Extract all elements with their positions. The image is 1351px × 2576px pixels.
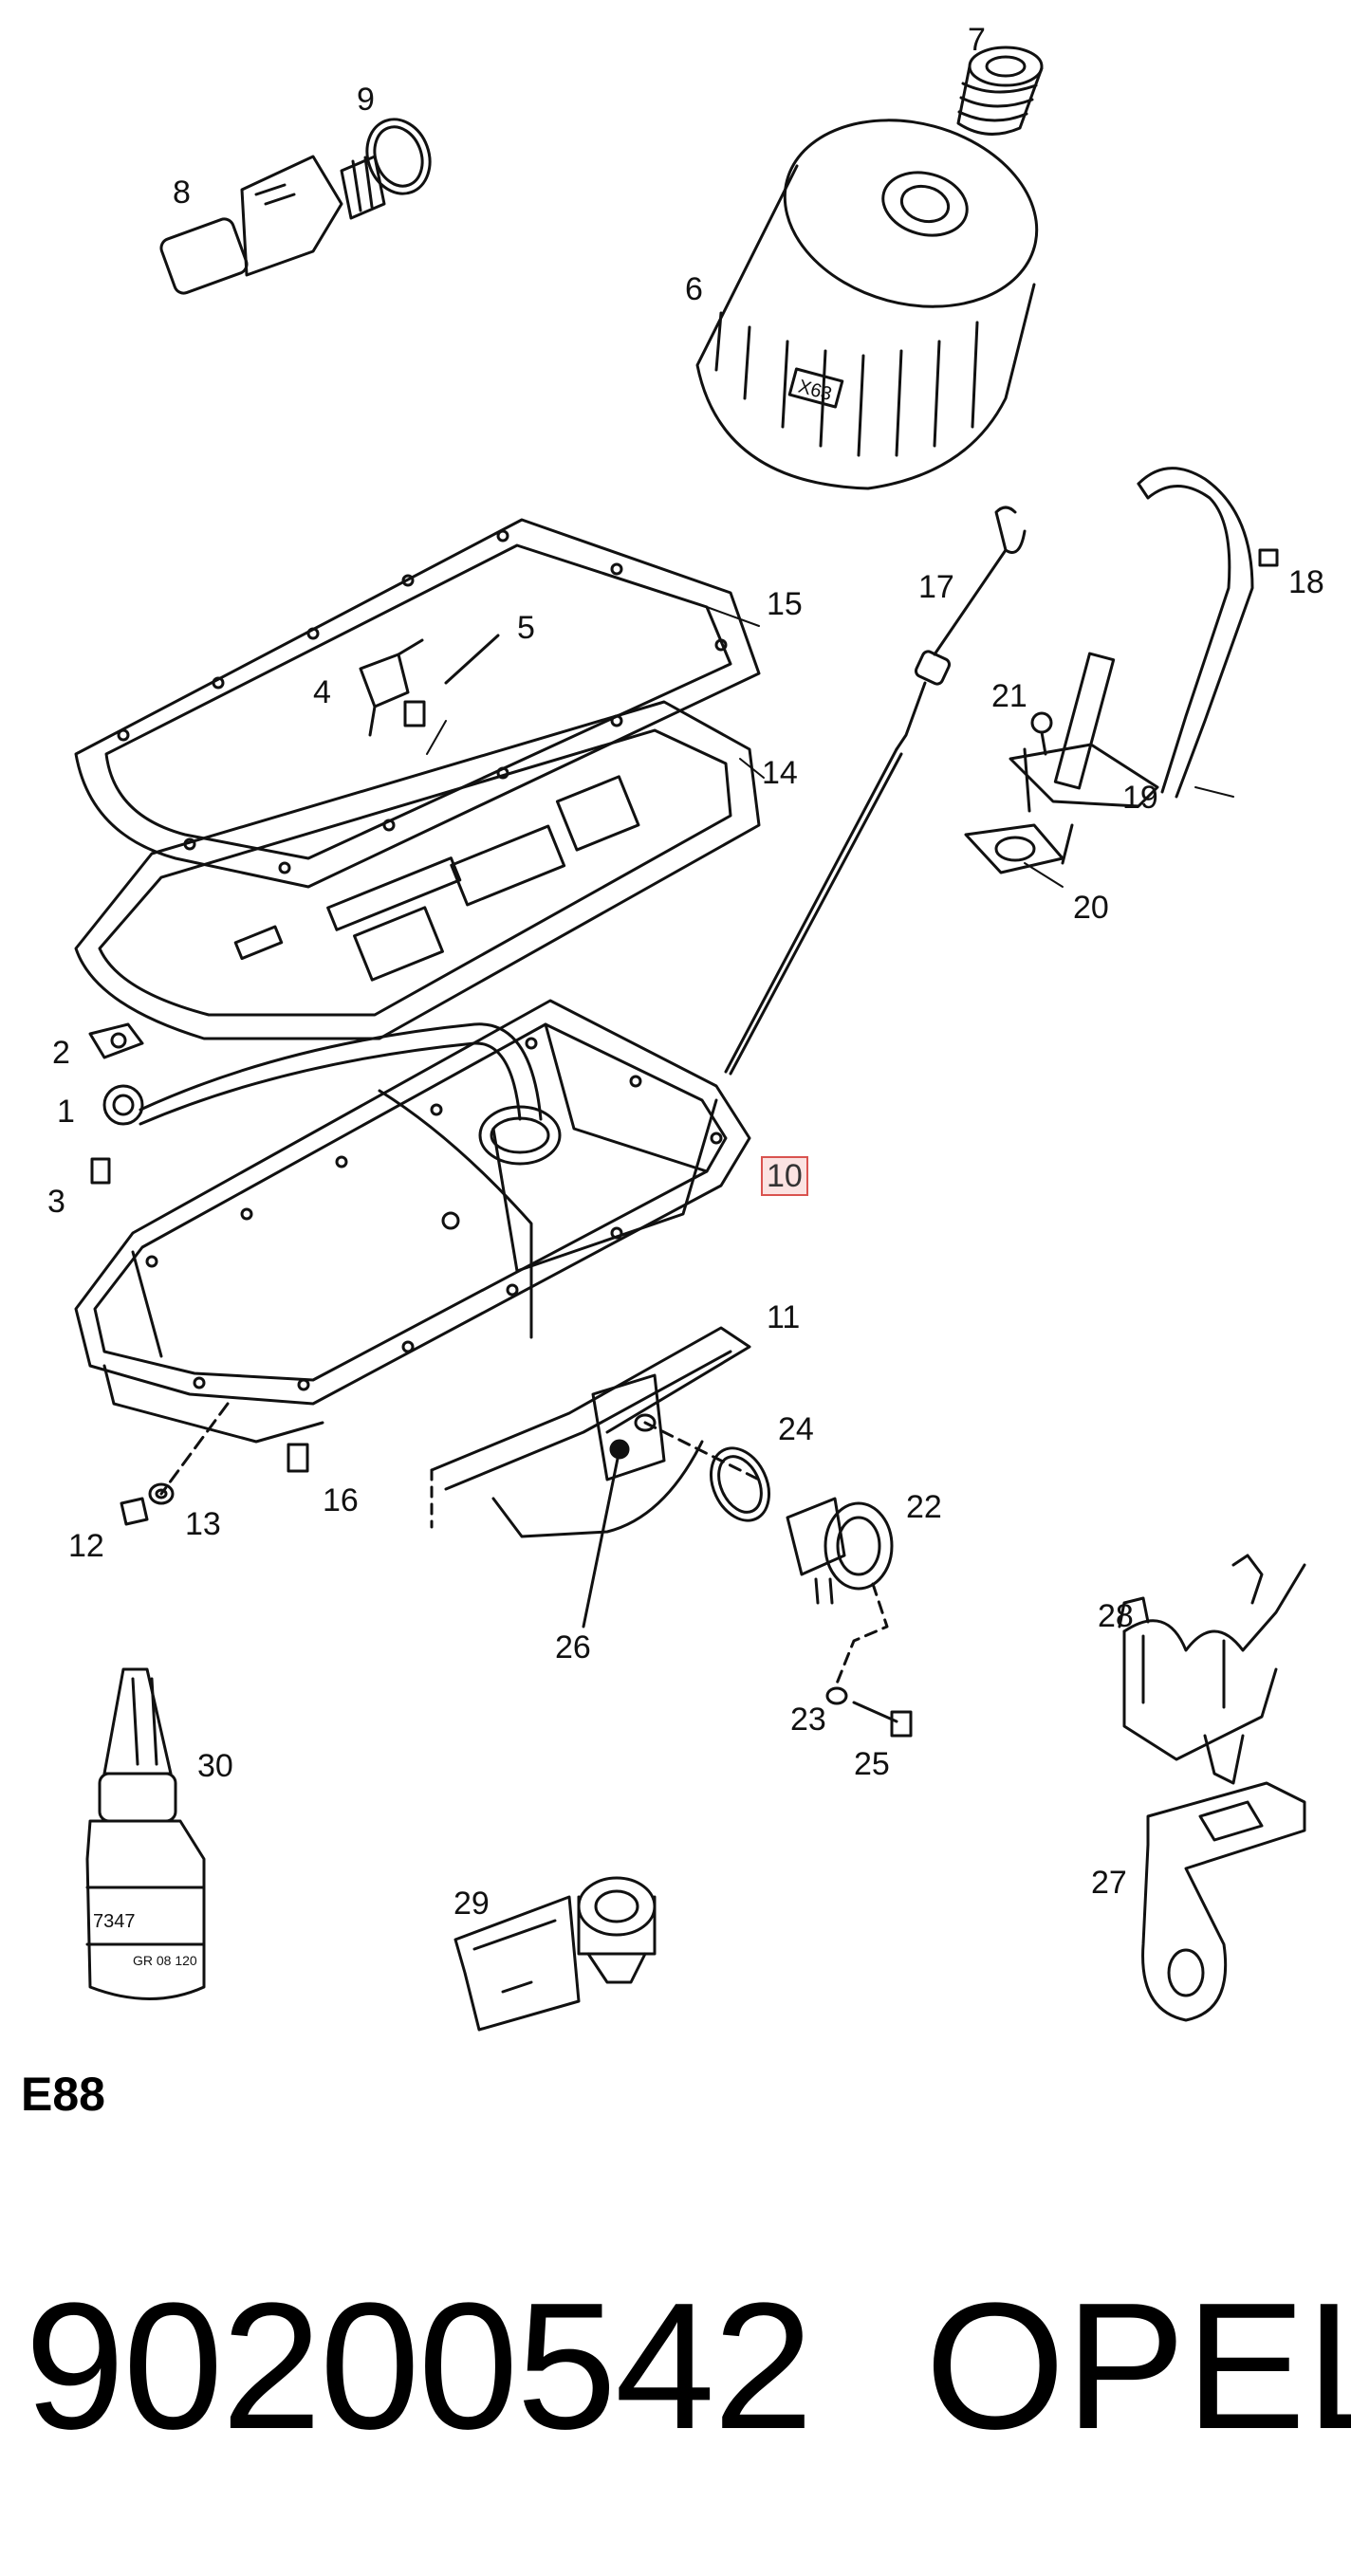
callout-27: 27 <box>1091 1865 1127 1901</box>
clamp-drawing <box>1118 1554 1306 1785</box>
section-code: E88 <box>21 2068 105 2121</box>
dipstick-guide-tube-drawing <box>964 467 1279 874</box>
callout-22: 22 <box>906 1489 942 1525</box>
bottle-text-spec: GR 08 120 <box>133 1953 197 1968</box>
callout-15: 15 <box>767 586 803 622</box>
drain-plug-drawing <box>120 1402 309 1526</box>
upper-gasket-drawing <box>74 518 761 889</box>
oil-pressure-switch-drawing <box>159 155 386 295</box>
sealing-ring-drawing <box>365 118 432 195</box>
callout-16: 16 <box>323 1482 359 1518</box>
callout-6: 6 <box>685 271 703 307</box>
baffle-plate-drawing <box>74 700 761 1040</box>
callout-26-leader <box>582 1447 621 1628</box>
callout-1: 1 <box>57 1094 75 1130</box>
callout-18: 18 <box>1288 564 1324 600</box>
filter-marking: X63 <box>796 377 834 405</box>
callout-5: 5 <box>517 610 535 646</box>
oil-pan-drawing <box>74 999 751 1444</box>
callout-19: 19 <box>1122 780 1158 816</box>
callout-9: 9 <box>357 82 375 118</box>
callout-30: 30 <box>197 1748 233 1784</box>
callout-7: 7 <box>968 22 986 58</box>
pipe-clip-drawing <box>453 1876 657 2032</box>
callout-24: 24 <box>778 1411 814 1447</box>
callout-11: 11 <box>767 1299 801 1335</box>
callout-13: 13 <box>185 1506 221 1542</box>
oil-level-sensor-drawing <box>710 1446 894 1690</box>
bracket-drawing <box>1141 1781 1306 2022</box>
dipstick-drawing <box>724 506 1027 1076</box>
callout-3: 3 <box>47 1184 65 1220</box>
callout-25: 25 <box>854 1746 890 1782</box>
callout-21: 21 <box>991 678 1027 714</box>
leader-lines <box>426 606 1234 888</box>
callout-29: 29 <box>453 1886 490 1922</box>
callout-12: 12 <box>68 1528 104 1564</box>
callout-20: 20 <box>1073 890 1109 926</box>
clip-and-bolt-drawing <box>359 634 500 737</box>
callout-2: 2 <box>52 1035 70 1071</box>
callout-17: 17 <box>918 569 954 605</box>
sealant-bottle-drawing: 7347 GR 08 120 <box>85 1667 206 2000</box>
oil-filter-drawing: X63 <box>695 119 1039 490</box>
callout-28: 28 <box>1098 1598 1134 1634</box>
sensor-bolt-drawing <box>825 1686 913 1738</box>
callout-8: 8 <box>173 175 191 211</box>
part-number: 90200542 <box>25 2266 813 2467</box>
brand-name: OPEL <box>925 2266 1351 2467</box>
callout-4: 4 <box>313 674 331 710</box>
suction-pipe-gasket-drawing <box>88 1022 543 1185</box>
callout-10[interactable]: 10 <box>761 1156 808 1196</box>
bottle-text-code: 7347 <box>93 1911 136 1932</box>
callout-26: 26 <box>555 1629 591 1665</box>
callout-14: 14 <box>762 755 798 791</box>
rear-pan-section-drawing <box>430 1326 761 1538</box>
callout-23: 23 <box>790 1702 826 1738</box>
filter-threaded-bolt-drawing <box>956 46 1044 136</box>
